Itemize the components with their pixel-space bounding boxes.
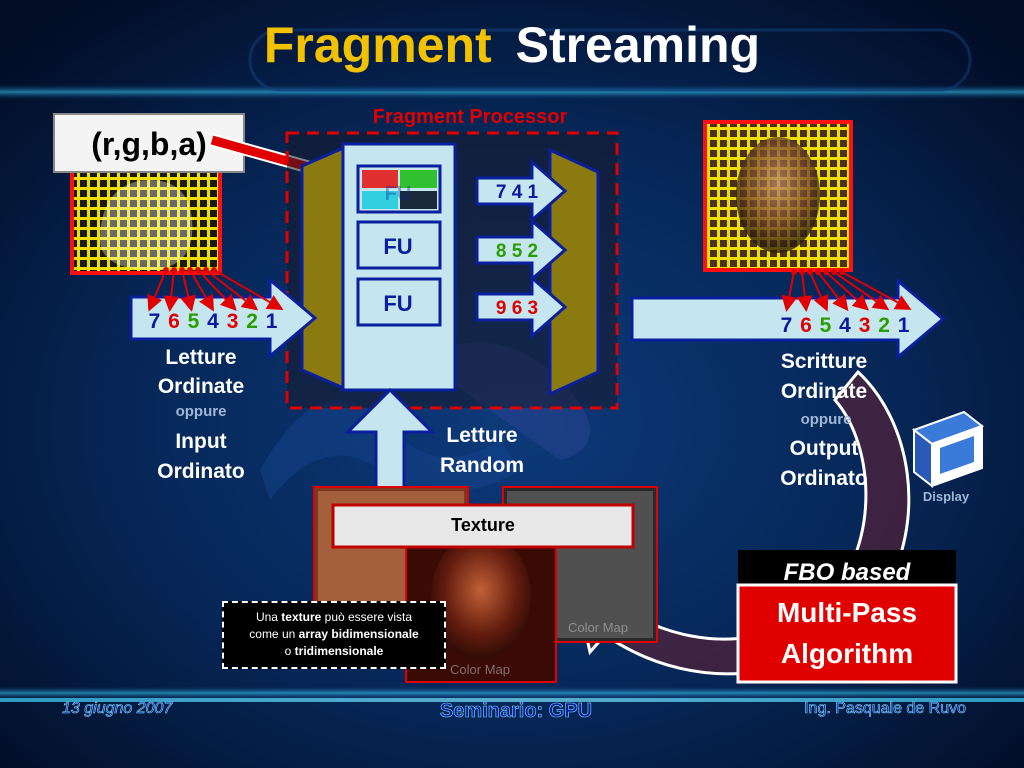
- texture-map-label-center: Color Map: [450, 662, 510, 677]
- note-mid1: può essere vista: [324, 610, 413, 624]
- background-glow-lines: [0, 28, 1024, 700]
- output-label-oppure: oppure: [801, 411, 852, 428]
- processor-output-2: 8 5 2: [496, 241, 538, 262]
- note-prefix: Una: [255, 610, 278, 624]
- title-part1: Fragment: [264, 17, 492, 73]
- footer-center: Seminario: GPU: [440, 700, 592, 722]
- footer-date: 13 giugno 2007: [62, 700, 173, 717]
- output-label-line1: Scritture: [781, 350, 867, 373]
- note-texture: texture: [281, 610, 322, 624]
- output-image: [703, 120, 853, 272]
- processor-output-3: 9 6 3: [496, 298, 538, 319]
- input-label-line1: Letture: [165, 346, 236, 369]
- texture-note: Una texture può essere vista come un arr…: [222, 601, 446, 669]
- texture-map-label-right: Color Map: [568, 620, 628, 635]
- fu-block-1: [356, 220, 442, 270]
- fbo-label: FBO based: [784, 559, 912, 586]
- fbo-box: FBO based Multi-Pass Algorithm: [736, 550, 958, 684]
- fbo-line1: Multi-Pass: [777, 597, 917, 628]
- display-icon: Display: [911, 410, 985, 504]
- input-label-oppure: oppure: [176, 403, 227, 420]
- note-bidimensionale: bidimensionale: [331, 627, 419, 641]
- page-title: Fragment Streaming: [264, 17, 760, 73]
- display-label: Display: [923, 489, 970, 504]
- processor-output-arrow-1: 7 4 1: [475, 158, 568, 224]
- output-stream-numbers: 7 6 5 4 3 2 1: [781, 314, 910, 337]
- rgba-label: (r,g,b,a): [91, 126, 207, 162]
- fragment-processor: Fragment Processor FU FU FU 7 4 1 8 5 2: [285, 106, 619, 410]
- output-label-line4: Ordinato: [780, 467, 868, 490]
- fu-label-2: FU: [383, 291, 412, 316]
- input-label-line2: Ordinate: [158, 375, 244, 398]
- note-line2-prefix: come un: [249, 627, 296, 641]
- note-tridimensionale: tridimensionale: [294, 644, 384, 658]
- processor-output-1: 7 4 1: [496, 182, 539, 203]
- random-read-line2: Random: [440, 454, 524, 477]
- fragment-processor-label: Fragment Processor: [373, 106, 568, 128]
- fu-label-1: FU: [383, 234, 412, 259]
- note-line3-prefix: o: [284, 644, 292, 658]
- fbo-line2: Algorithm: [781, 638, 913, 669]
- input-fan-arrows: [147, 269, 284, 312]
- texture-label: Texture: [451, 515, 515, 535]
- random-read-labels: Letture Random: [440, 424, 524, 477]
- fu-partial-label: FU: [385, 183, 412, 205]
- fu-block-2: [356, 277, 442, 327]
- processor-output-arrow-3: 9 6 3: [475, 274, 568, 340]
- random-read-line1: Letture: [446, 424, 517, 447]
- note-array: array: [298, 627, 329, 641]
- output-fan-arrows: [781, 271, 912, 312]
- title-part2: Streaming: [516, 17, 761, 73]
- footer-author: Ing. Pasquale de Ruvo: [804, 700, 966, 717]
- output-label-line3: Output: [790, 437, 859, 460]
- processor-output-arrow-2: 8 5 2: [475, 217, 568, 283]
- input-labels: Letture Ordinate oppure Input Ordinato: [157, 346, 245, 483]
- texture-label-bar: Texture: [331, 503, 635, 549]
- input-stream-numbers: 7 6 5 4 3 2 1: [149, 310, 278, 333]
- footer: 13 giugno 2007 Seminario: GPU Ing. Pasqu…: [0, 698, 1024, 722]
- input-label-line3: Input: [175, 430, 226, 453]
- input-label-line4: Ordinato: [157, 460, 245, 483]
- output-labels: Scritture Ordinate oppure Output Ordinat…: [780, 350, 868, 490]
- output-label-line2: Ordinate: [781, 380, 867, 403]
